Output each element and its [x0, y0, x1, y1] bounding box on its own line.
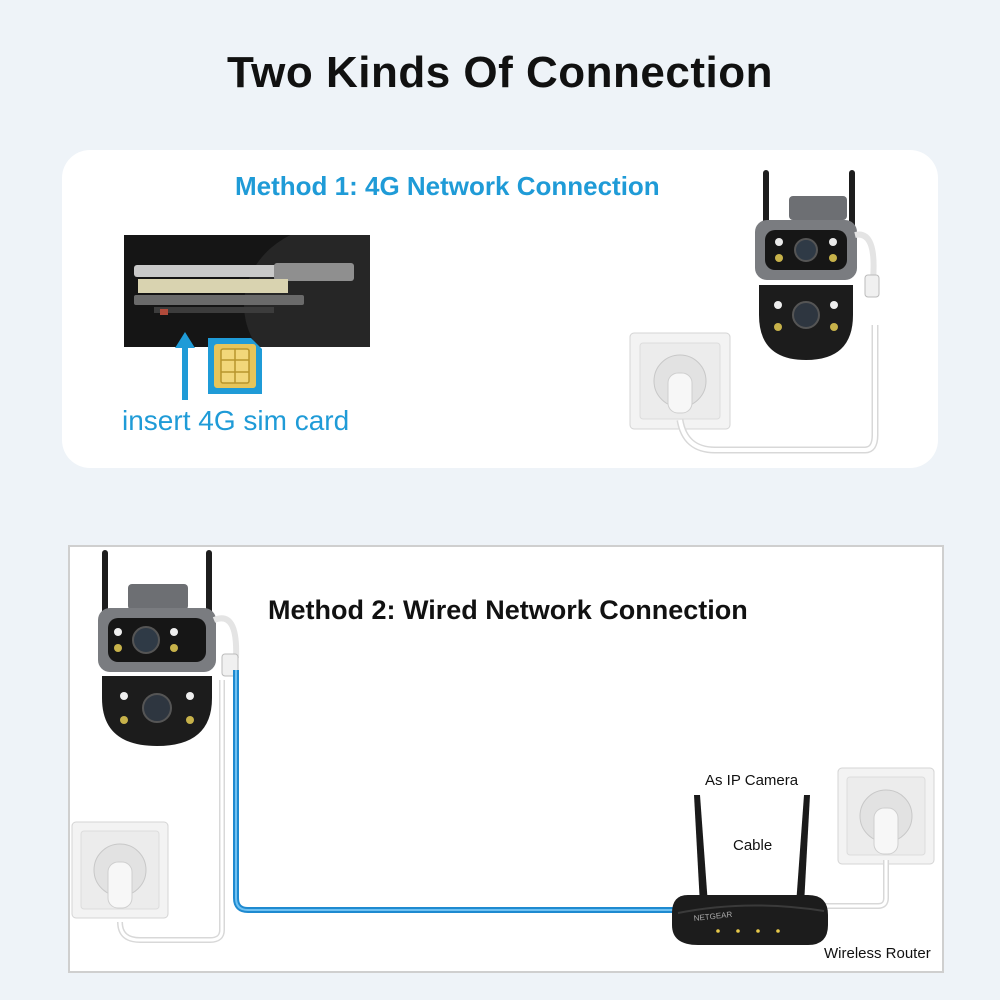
wall-outlet-icon: [837, 767, 935, 865]
camera-icon: [98, 550, 240, 746]
ip-camera-label: As IP Camera: [705, 772, 799, 789]
method2-title: Method 2: Wired Network Connection: [268, 595, 748, 625]
power-cable: [810, 860, 889, 909]
power-cable: [676, 325, 879, 454]
router-brand-label: NETGEAR: [693, 910, 733, 923]
camera-icon: [755, 170, 880, 360]
network-cable: [233, 670, 690, 913]
sim-instruction: insert 4G sim card: [122, 405, 350, 436]
arrow-up-icon: [175, 332, 195, 400]
page-title: Two Kinds Of Connection: [227, 48, 773, 97]
router-icon: NETGEAR: [672, 795, 828, 945]
cable-label: Cable: [733, 837, 773, 854]
wall-outlet-icon: [629, 332, 731, 430]
wall-outlet-icon: [71, 821, 169, 919]
sim-slot-photo: [124, 235, 370, 347]
wireless-router-label: Wireless Router: [824, 945, 931, 962]
sim-card-icon: [208, 338, 262, 394]
method1-title: Method 1: 4G Network Connection: [235, 171, 660, 201]
power-cable: [117, 680, 225, 943]
